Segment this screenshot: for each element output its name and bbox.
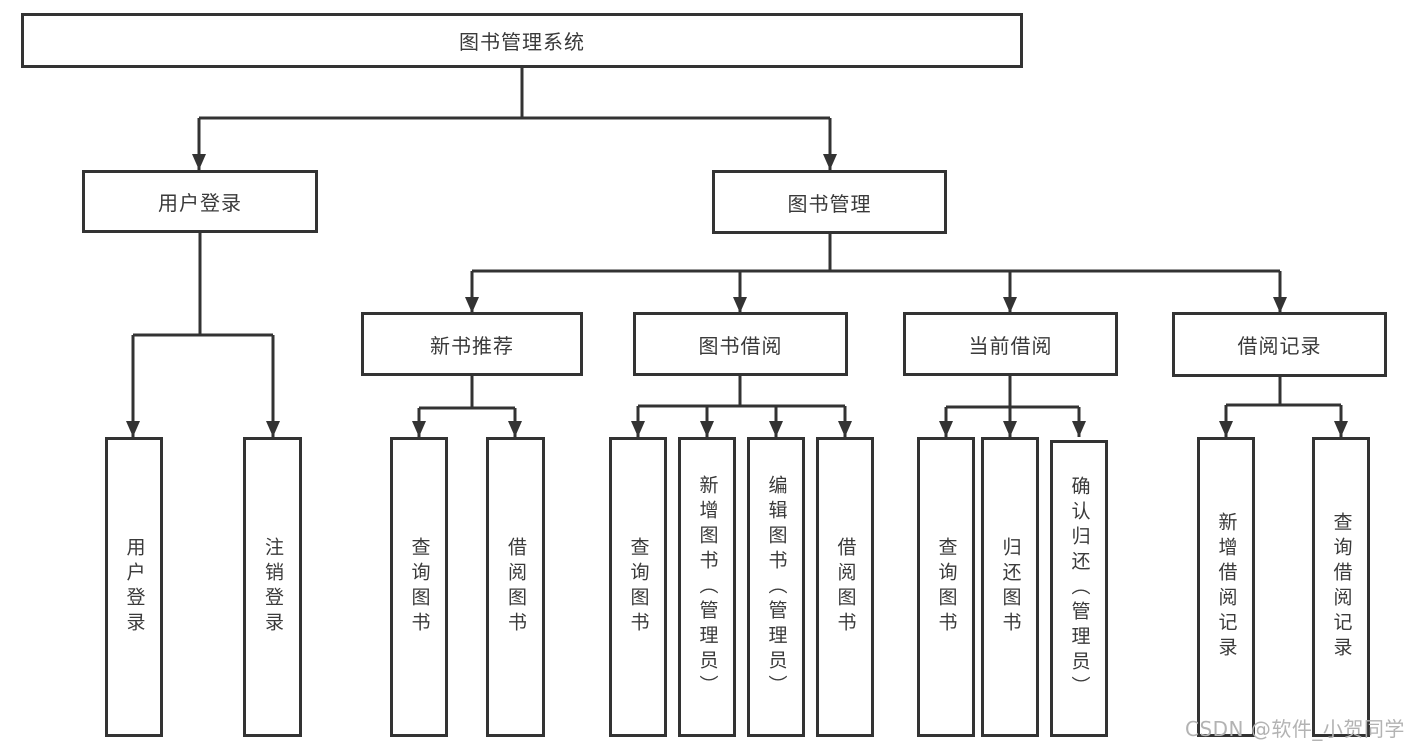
leaf-bb-add-books-admin: 新增图书（管理员） — [678, 437, 736, 737]
leaf-bb-query-books: 查询图书 — [609, 437, 667, 737]
node-borrow-records: 借阅记录 — [1172, 312, 1387, 377]
node-label: 新增借阅记录 — [1215, 512, 1238, 662]
leaf-br-add-record: 新增借阅记录 — [1197, 437, 1255, 737]
node-label: 用户登录 — [158, 191, 242, 215]
node-label: 注销登录 — [262, 537, 284, 637]
node-label: 查询借阅记录 — [1330, 512, 1353, 662]
edge-current-borrow-trunk — [946, 376, 1079, 409]
node-root-library-system: 图书管理系统 — [21, 13, 1023, 68]
node-book-borrow: 图书借阅 — [633, 312, 848, 376]
leaf-br-query-record: 查询借阅记录 — [1312, 437, 1370, 737]
edge-borrow-records-trunk — [1226, 377, 1341, 407]
node-label: 查询图书 — [627, 537, 650, 637]
leaf-bb-borrow-books: 借阅图书 — [816, 437, 874, 737]
leaf-cb-confirm-return-admin: 确认归还（管理员） — [1050, 440, 1108, 737]
leaf-nb-query-books: 查询图书 — [390, 437, 448, 737]
leaf-bb-edit-books-admin: 编辑图书（管理员） — [747, 437, 805, 737]
node-label: 借阅图书 — [834, 537, 857, 637]
node-label: 用户登录 — [123, 537, 146, 637]
node-label: 借阅图书 — [505, 537, 527, 637]
leaf-cb-query-books: 查询图书 — [917, 437, 975, 737]
leaf-nb-borrow-books: 借阅图书 — [486, 437, 545, 737]
edge-user-login-trunk — [133, 233, 273, 337]
node-label: 当前借阅 — [968, 333, 1053, 358]
node-new-book-recommend: 新书推荐 — [361, 312, 583, 376]
node-label: 借阅记录 — [1237, 334, 1322, 358]
node-label: 新书推荐 — [430, 333, 514, 358]
node-current-borrow: 当前借阅 — [903, 312, 1118, 376]
node-label: 归还图书 — [999, 537, 1022, 637]
node-label: 新增图书（管理员） — [696, 474, 719, 700]
node-label: 确认归还（管理员） — [1068, 476, 1091, 701]
node-label: 图书借阅 — [698, 333, 783, 358]
leaf-user-login: 用户登录 — [105, 437, 163, 737]
node-label: 编辑图书（管理员） — [765, 474, 788, 700]
edge-root-trunk — [199, 68, 830, 120]
leaf-logout: 注销登录 — [243, 437, 302, 737]
node-user-login: 用户登录 — [82, 170, 318, 233]
edge-book-management-trunk — [472, 234, 1280, 273]
edge-new-book-trunk — [419, 376, 515, 410]
csdn-watermark: CSDN @软件_小贺同学 — [1185, 717, 1405, 741]
node-label: 图书管理系统 — [459, 30, 585, 54]
node-label: 查询图书 — [935, 537, 958, 637]
node-label: 查询图书 — [408, 537, 431, 637]
node-book-management: 图书管理 — [712, 170, 947, 234]
leaf-cb-return-books: 归还图书 — [981, 437, 1039, 737]
node-label: 图书管理 — [787, 191, 872, 216]
edge-book-borrow-trunk — [638, 376, 845, 408]
